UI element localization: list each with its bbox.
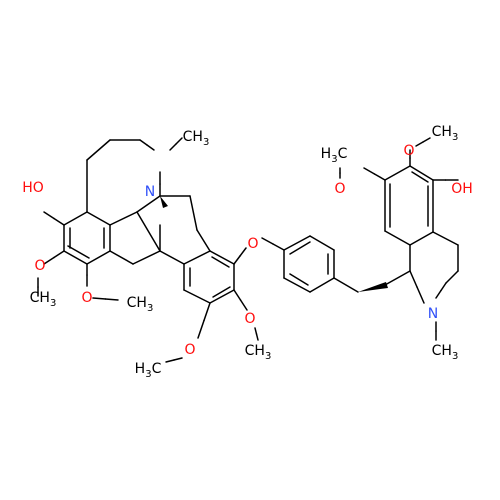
methoxy-bond bbox=[197, 319, 205, 339]
methoxy-bond bbox=[373, 173, 386, 181]
ring-c-bond bbox=[109, 250, 134, 265]
ring-d-double-bond bbox=[212, 286, 231, 298]
ether-bond bbox=[239, 247, 247, 257]
ring-e-n-bond bbox=[409, 270, 418, 288]
ring-a-bond bbox=[86, 250, 111, 265]
methoxy-bond bbox=[43, 256, 55, 265]
hydroxyl-bond bbox=[53, 217, 65, 226]
methoxy-bond bbox=[363, 167, 376, 175]
ring-d-bond bbox=[196, 229, 211, 252]
methoxy-methyl-bond bbox=[254, 327, 258, 335]
methoxy-bond bbox=[53, 250, 65, 259]
ring-a-bond bbox=[63, 250, 88, 265]
ring-a-bond bbox=[63, 211, 88, 226]
methoxy-methyl-bond bbox=[104, 298, 119, 301]
methyl-label: H3C bbox=[321, 146, 348, 165]
methyl-label: H3C bbox=[135, 361, 162, 380]
methyl-label: CH3 bbox=[245, 343, 272, 362]
ring-e-bond bbox=[445, 270, 459, 284]
stereo-wedge-benzyl bbox=[358, 282, 388, 292]
nitrogen-label-right: N bbox=[428, 306, 438, 322]
ring-d-bond bbox=[209, 289, 235, 304]
methyl-label: CH3 bbox=[127, 295, 154, 314]
methyl-label: CH3 bbox=[432, 124, 459, 143]
phenylene-bond bbox=[283, 235, 311, 251]
methoxy-o-label: O bbox=[184, 342, 195, 358]
phenylene-double-bond bbox=[289, 241, 311, 255]
n-methyl-label: CH3 bbox=[432, 343, 459, 362]
methoxy-bond bbox=[203, 302, 211, 322]
ring-d-bond bbox=[209, 250, 235, 265]
methoxy-methyl-bond bbox=[165, 359, 175, 363]
ring-e-bond bbox=[384, 270, 411, 286]
bond-lines bbox=[37, 137, 459, 363]
benzyl-bond bbox=[333, 277, 359, 293]
hydroxyl-label-left: HO bbox=[22, 180, 44, 196]
ring-b-bond bbox=[86, 139, 111, 161]
ring-f-bond bbox=[384, 165, 411, 181]
ring-a-double-bond bbox=[67, 245, 90, 259]
methyl-label: CH3 bbox=[30, 290, 57, 309]
hydroxyl-bond bbox=[43, 211, 55, 220]
ring-c-bond bbox=[136, 211, 161, 252]
methoxy-o-label: O bbox=[244, 311, 255, 327]
stereo-wedge-bonds bbox=[160, 196, 388, 292]
methoxy-bond bbox=[233, 289, 242, 301]
ring-e-bond bbox=[432, 231, 459, 246]
n-methyl-label: CH3 bbox=[183, 129, 210, 148]
hydroxyl-label-right: OH bbox=[451, 181, 473, 197]
methoxy-o-label: O bbox=[403, 143, 414, 159]
n-methyl-bond bbox=[175, 137, 183, 145]
methoxy-methyl-bond bbox=[415, 141, 424, 147]
ring-d-bond bbox=[183, 250, 211, 265]
stereo-wedge-c6a bbox=[160, 196, 168, 208]
ether-bond bbox=[261, 237, 274, 245]
phenylene-bond bbox=[309, 277, 335, 293]
ring-e-bond bbox=[384, 230, 411, 246]
ring-d-bond bbox=[132, 250, 161, 265]
ring-d-bond bbox=[159, 250, 185, 265]
n-methyl-bond bbox=[169, 143, 177, 151]
ring-b-n-bond bbox=[139, 139, 148, 146]
methoxy-methyl-bond bbox=[422, 137, 431, 143]
phenylene-bond bbox=[283, 277, 311, 293]
phenylene-double-bond bbox=[289, 273, 309, 286]
methoxy-methyl-bond bbox=[173, 357, 183, 361]
ring-e-n-bond bbox=[416, 286, 425, 304]
methoxy-o-label: O bbox=[81, 290, 92, 306]
ring-f-double-bond bbox=[411, 171, 429, 183]
ring-c-bond bbox=[189, 195, 198, 231]
ether-o-label: O bbox=[247, 236, 258, 252]
nitrogen-label-left: N bbox=[145, 184, 155, 200]
ring-e-n-bond bbox=[440, 282, 447, 292]
ether-bond bbox=[233, 255, 241, 265]
ring-b-n-bond bbox=[146, 144, 155, 151]
ring-f-bond bbox=[409, 165, 434, 181]
ring-a-bond bbox=[86, 211, 111, 226]
ring-e-bond bbox=[409, 231, 434, 246]
phenylene-bond bbox=[309, 235, 335, 251]
ring-b-bond bbox=[109, 211, 138, 226]
ring-d-bond bbox=[183, 289, 211, 304]
ether-bond bbox=[272, 243, 285, 251]
methoxy-methyl-bond bbox=[92, 297, 107, 300]
methoxy-methyl-bond bbox=[255, 333, 259, 341]
ring-e-n-bond bbox=[435, 289, 442, 299]
methoxy-o-label: O bbox=[34, 258, 45, 274]
ring-d-double-bond bbox=[211, 256, 230, 268]
methoxy-bond bbox=[239, 299, 248, 311]
ring-b-bond bbox=[136, 195, 161, 213]
methoxy-o-label: O bbox=[334, 181, 345, 197]
